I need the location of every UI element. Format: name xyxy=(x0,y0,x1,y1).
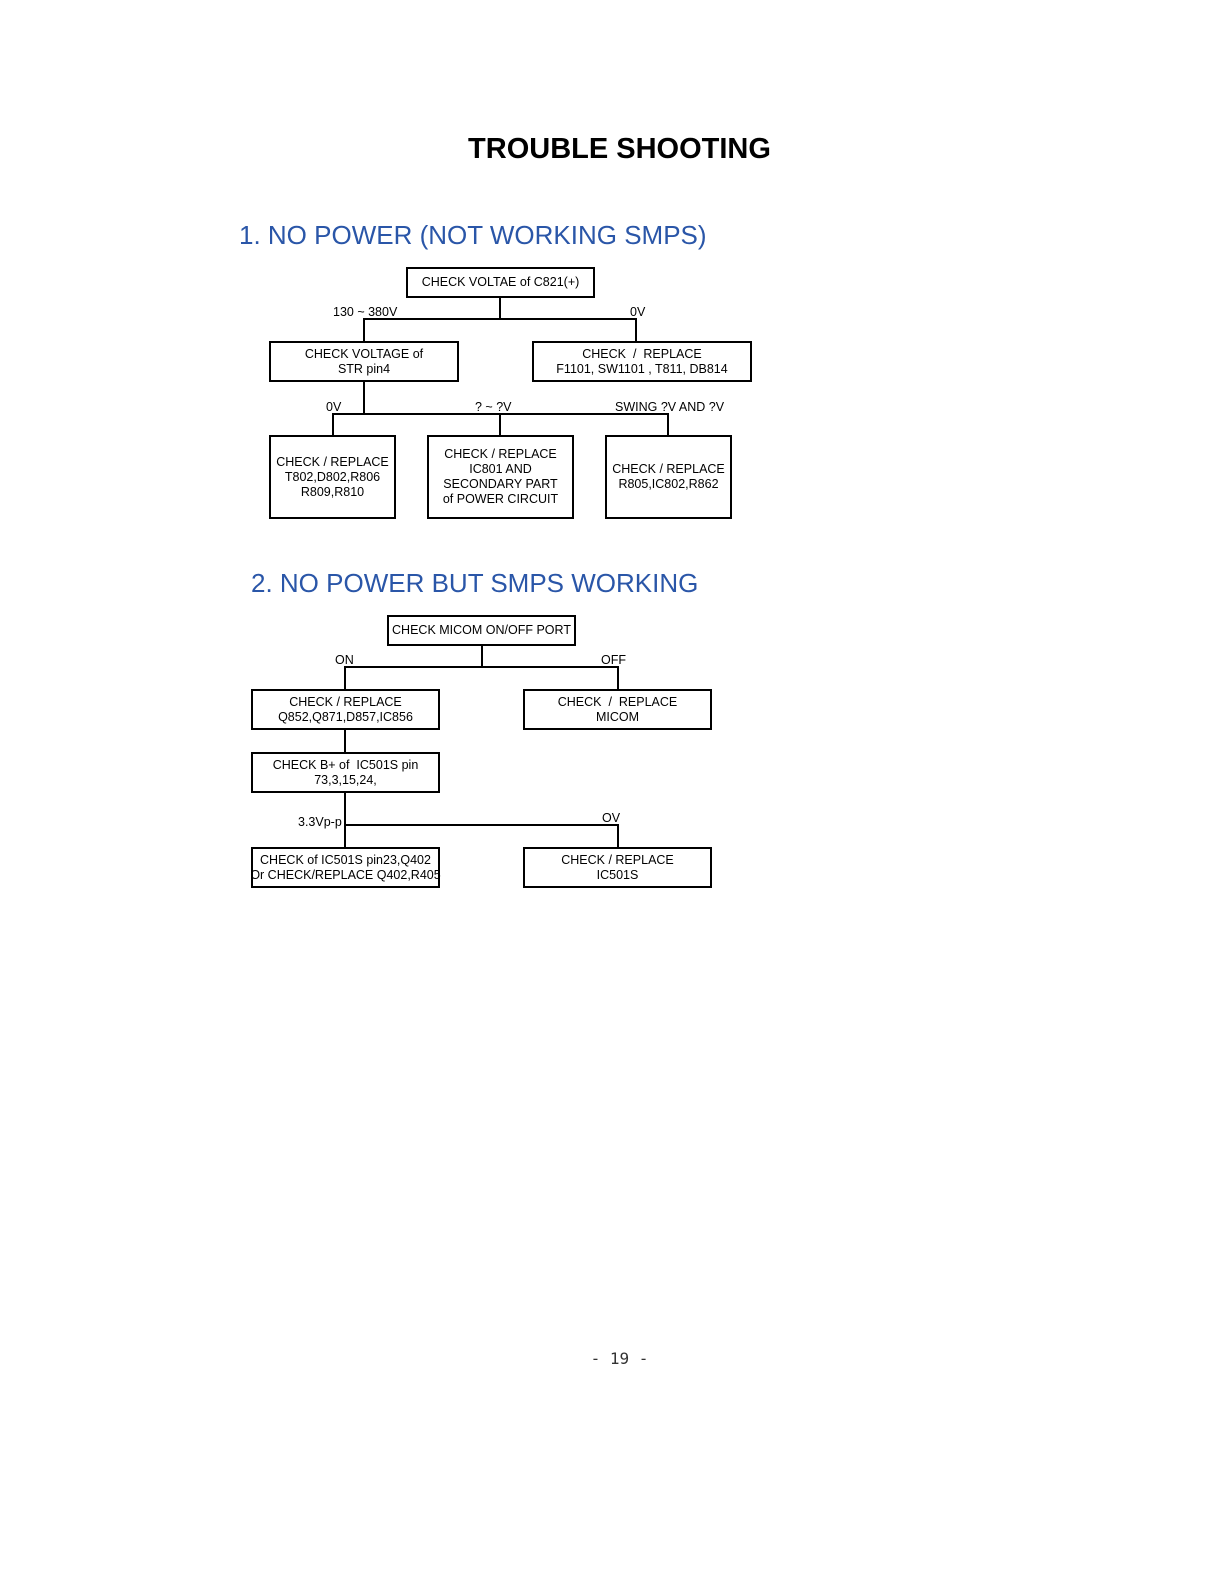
connector xyxy=(344,666,619,668)
connector xyxy=(481,645,483,667)
connector xyxy=(499,413,501,436)
section-1-heading: 1. NO POWER (NOT WORKING SMPS) xyxy=(239,220,707,250)
label-ov: OV xyxy=(602,811,621,825)
check-replace-q852-box: CHECK / REPLACE Q852,Q871,D857,IC856 xyxy=(251,689,440,730)
branch-label-off: OFF xyxy=(601,653,626,667)
connector xyxy=(635,318,637,342)
connector xyxy=(344,824,619,826)
check-replace-ic801-box: CHECK / REPLACE IC801 AND SECONDARY PART… xyxy=(427,435,574,519)
connector xyxy=(332,413,334,436)
branch-label-on: ON xyxy=(335,653,354,667)
connector xyxy=(363,381,365,414)
check-replace-fuse-box: CHECK / REPLACE F1101, SW1101 , T811, DB… xyxy=(532,341,752,382)
label-3-3vpp: 3.3Vp-p xyxy=(298,815,342,829)
connector xyxy=(667,413,669,436)
check-replace-t802-box: CHECK / REPLACE T802,D802,R806 R809,R810 xyxy=(269,435,396,519)
check-str-pin4-box: CHECK VOLTAGE of STR pin4 xyxy=(269,341,459,382)
branch-label-0v: 0V xyxy=(630,305,646,319)
check-replace-micom-box: CHECK / REPLACE MICOM xyxy=(523,689,712,730)
check-replace-r805-box: CHECK / REPLACE R805,IC802,R862 xyxy=(605,435,732,519)
sub-label-range: ? ~ ?V xyxy=(475,400,512,414)
section-2-heading: 2. NO POWER BUT SMPS WORKING xyxy=(251,568,699,598)
check-voltage-c821-box: CHECK VOLTAE of C821(+) xyxy=(406,267,595,298)
check-bplus-ic501s-box: CHECK B+ of IC501S pin 73,3,15,24, xyxy=(251,752,440,793)
page-title: TROUBLE SHOOTING xyxy=(468,133,771,165)
connector xyxy=(617,666,619,690)
connector xyxy=(363,318,365,342)
check-micom-port-box: CHECK MICOM ON/OFF PORT xyxy=(387,615,576,646)
sub-label-swing: SWING ?V AND ?V xyxy=(615,400,725,414)
check-ic501s-pin23-box: CHECK of IC501S pin23,Q402 Or CHECK/REPL… xyxy=(250,847,441,888)
connector xyxy=(344,792,346,848)
connector xyxy=(617,824,619,848)
connector xyxy=(363,318,637,320)
branch-label-130-380v: 130 ~ 380V xyxy=(333,305,398,319)
page-number: - 19 - xyxy=(590,1349,649,1368)
check-replace-ic501s-box: CHECK / REPLACE IC501S xyxy=(523,847,712,888)
connector xyxy=(344,666,346,690)
connector xyxy=(344,729,346,753)
sub-label-0v: 0V xyxy=(326,400,342,414)
connector xyxy=(499,297,501,319)
